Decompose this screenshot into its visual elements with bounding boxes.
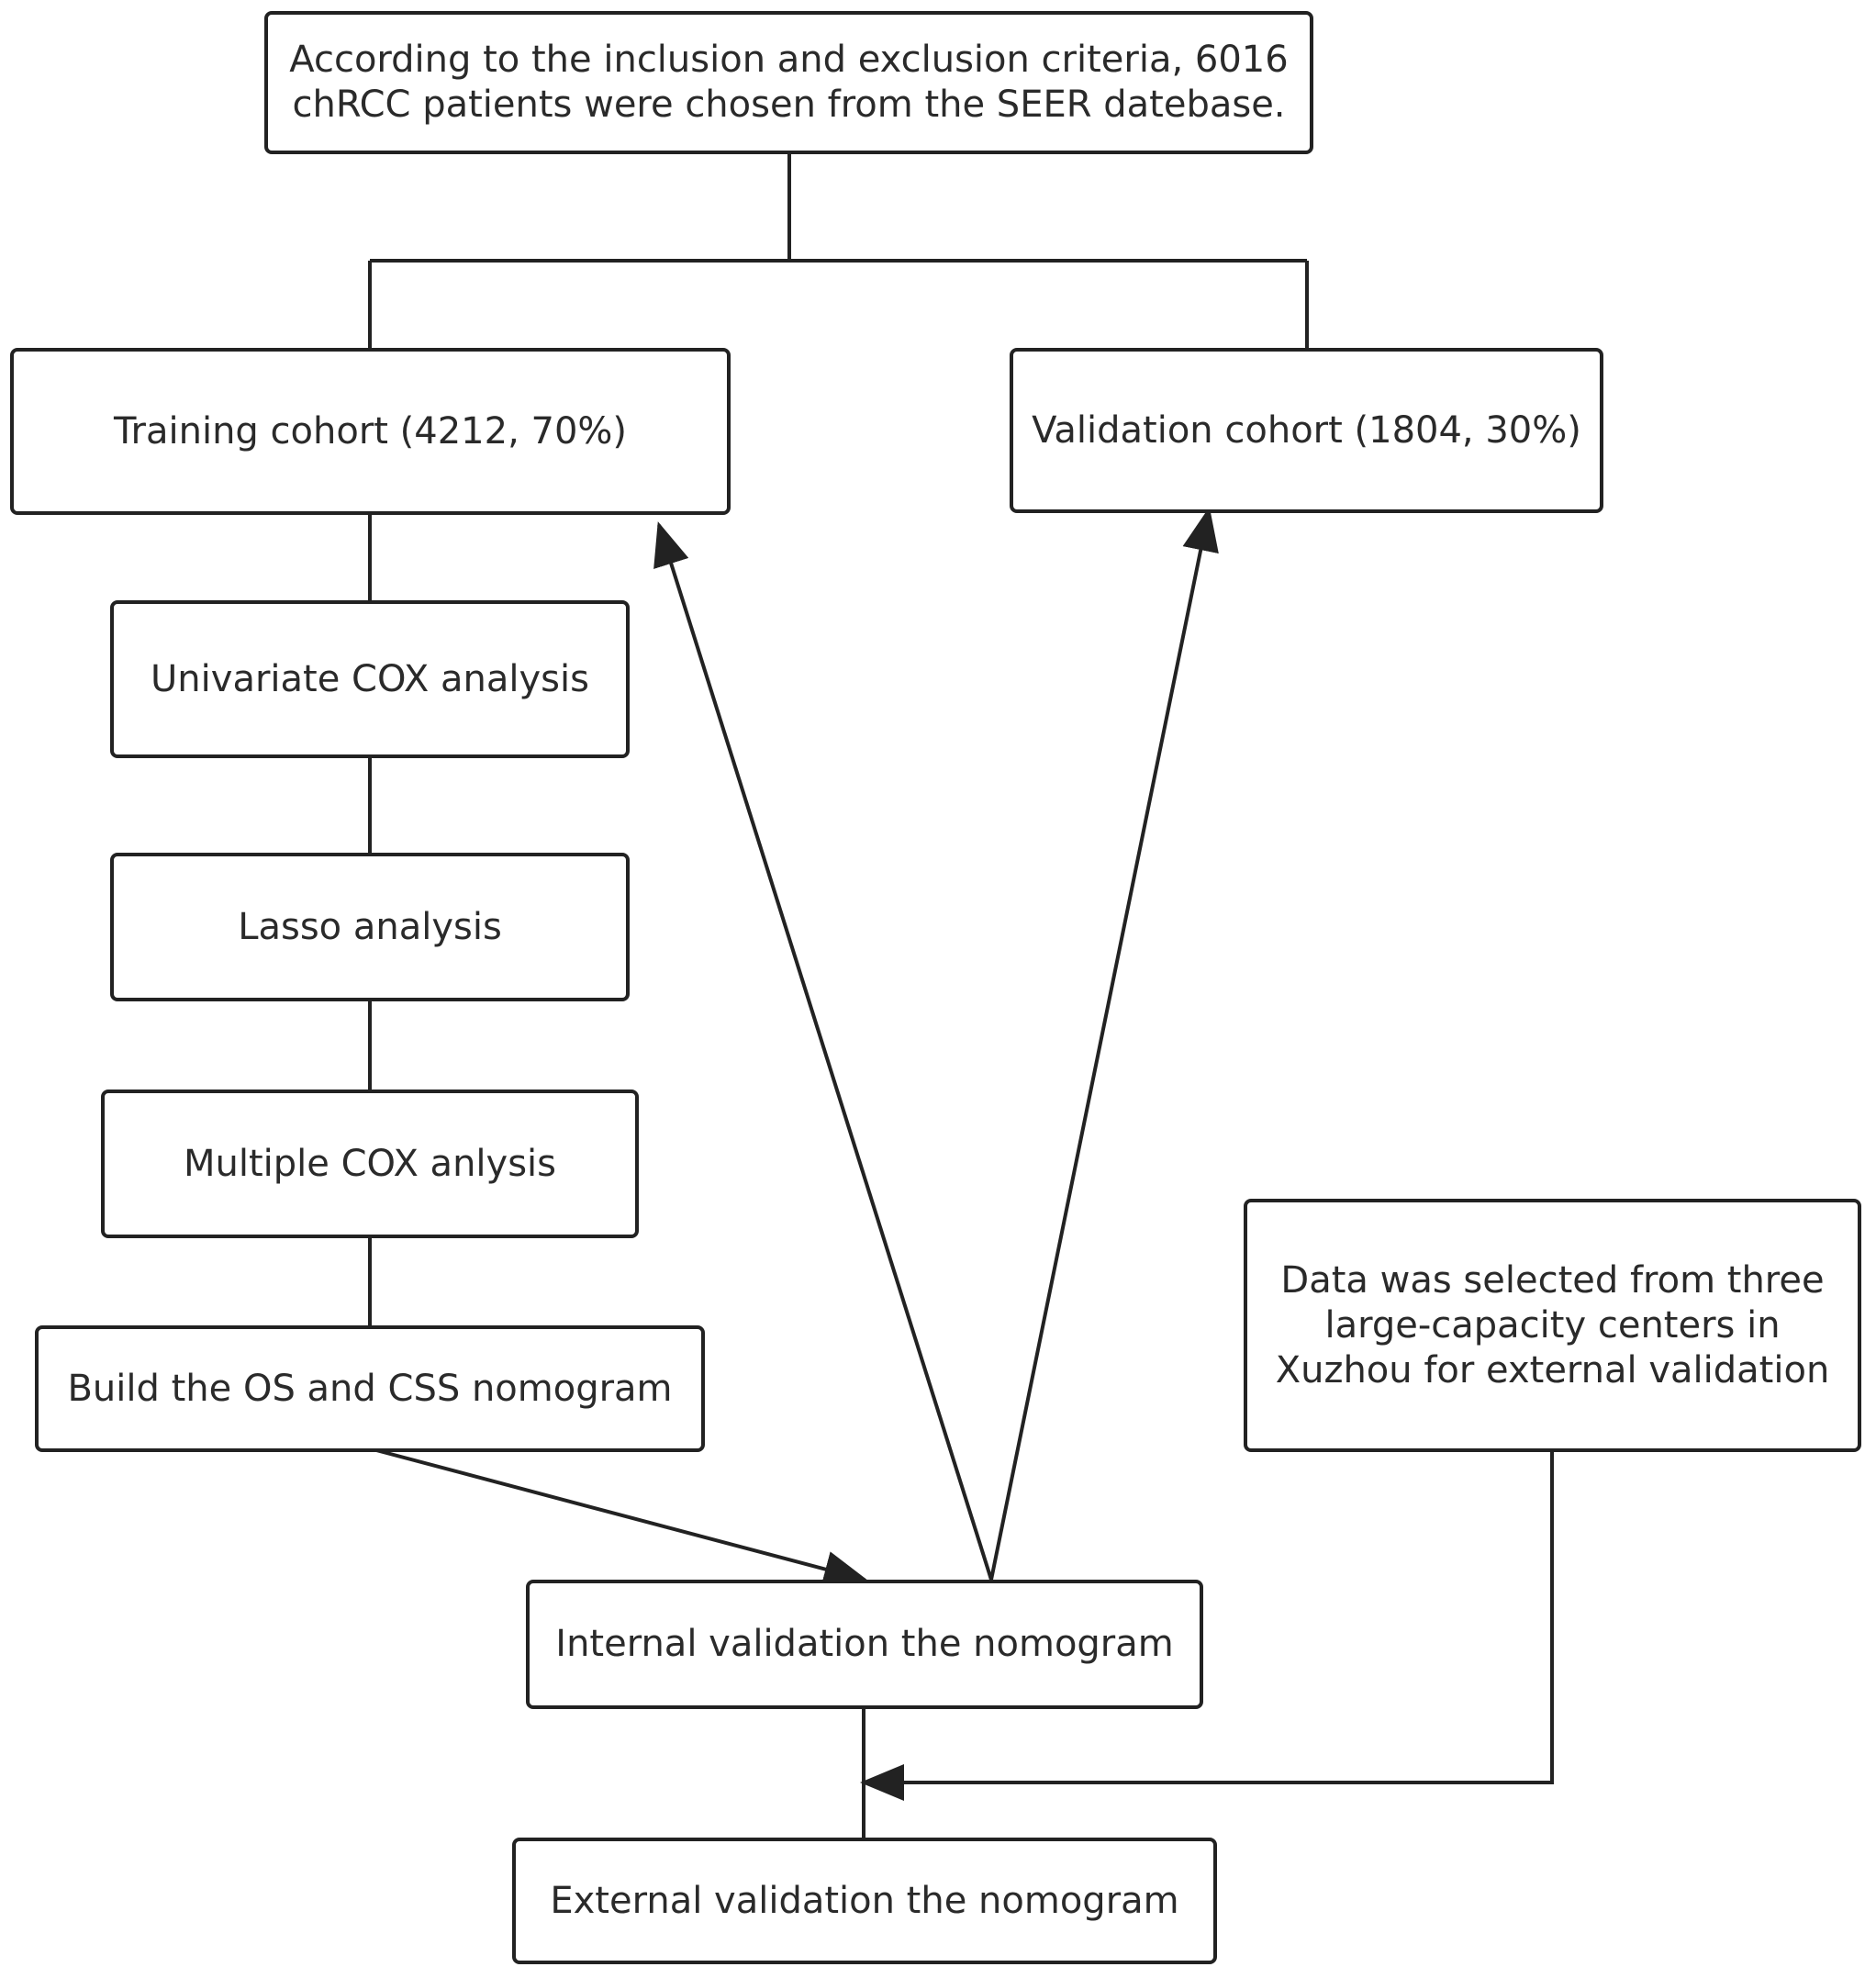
arrow-internal-to-validation [989, 507, 1219, 1581]
internal-validation-box: Internal validation the nomogram [526, 1580, 1203, 1709]
build-nomogram-box: Build the OS and CSS nomogram [35, 1325, 705, 1452]
validation-cohort-box: Validation cohort (1804, 30%) [1010, 348, 1603, 513]
arrow-internal-to-training [653, 521, 993, 1581]
multiple-cox-box: Multiple COX anlysis [101, 1090, 639, 1238]
arrow-external-data-to-link [860, 1450, 1554, 1801]
training-cohort-box: Training cohort (4212, 70%) [10, 348, 731, 515]
arrow-build-to-internal [375, 1448, 868, 1588]
selection-box: According to the inclusion and exclusion… [264, 11, 1313, 154]
univariate-cox-box: Univariate COX analysis [110, 600, 630, 758]
external-validation-box: External validation the nomogram [512, 1838, 1217, 1964]
external-data-box: Data was selected from three large-capac… [1244, 1199, 1861, 1452]
lasso-analysis-box: Lasso analysis [110, 853, 630, 1001]
